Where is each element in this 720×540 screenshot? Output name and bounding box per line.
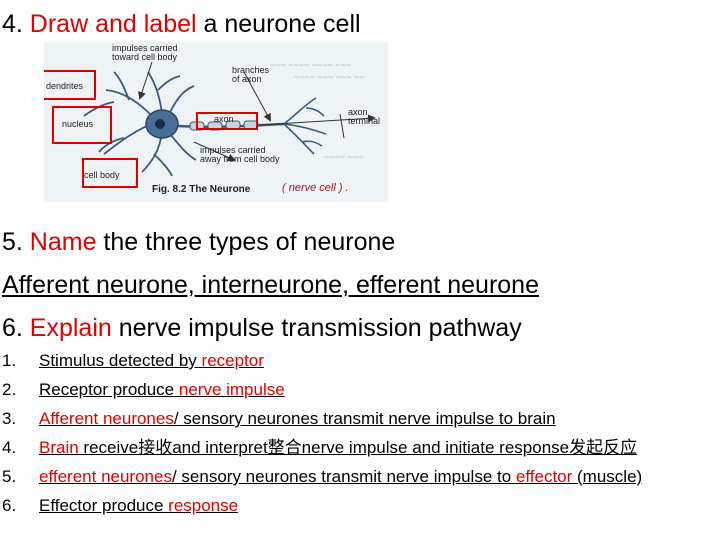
- label-nucleus: nucleus: [62, 119, 94, 129]
- question-6-heading: 6. Explain nerve impulse transmission pa…: [2, 316, 522, 341]
- step-number: 2.: [2, 380, 17, 399]
- answer-5: Afferent neurone, interneurone, efferent…: [2, 271, 539, 299]
- step-text-part: (muscle): [572, 467, 643, 486]
- neurone-drawing: [83, 61, 376, 177]
- step-keyword: effector: [515, 467, 573, 486]
- step-text-part: receive接收and interpret整合nerve impulse an…: [78, 438, 638, 457]
- question-4-text: a neurone cell: [196, 10, 361, 38]
- label-axon-terminal: axon terminal: [348, 107, 381, 127]
- faded-background-text: ~~~ ~~~~ ~~~~ ~~~: [270, 60, 352, 70]
- question-6-verb: Explain: [29, 314, 112, 342]
- pathway-steps-list: 1. Stimulus detected by receptor 2. Recepto…: [0, 350, 720, 524]
- neurone-figure: ~~~ ~~~~ ~~~~ ~~~ ~~~~ ~~~ ~~~ ~~ ~~~~ ~…: [44, 42, 388, 202]
- step-text: Stimulus detected by receptor: [39, 350, 264, 372]
- question-4-number: 4.: [2, 10, 30, 38]
- label-impulses-away: impulses carried away from cell body: [200, 145, 280, 165]
- question-5-heading: 5. Name the three types of neurone: [2, 230, 395, 255]
- label-cell-body: cell body: [84, 170, 120, 180]
- highlight-box-cell-body: [82, 158, 138, 188]
- step-text: Afferent neurones/ sensory neurones tran…: [39, 408, 556, 430]
- step-text: Effector produce response: [39, 495, 238, 517]
- faded-background-text: ~~~~ ~~~: [324, 152, 364, 162]
- step-text-part: Stimulus detected by: [39, 351, 202, 370]
- step-number: 6.: [2, 496, 17, 515]
- question-4-verb: Draw and label: [29, 10, 197, 38]
- figure-caption: Fig. 8.2 The Neurone: [152, 184, 251, 195]
- step-text-part: / sensory neurones transmit nerve impuls…: [171, 467, 516, 486]
- step-keyword: response: [168, 496, 239, 515]
- highlight-box-dendrites: [44, 70, 96, 100]
- step-number: 5.: [2, 467, 17, 486]
- step-keyword: nerve impulse: [178, 380, 285, 399]
- question-5-text: the three types of neurone: [96, 228, 396, 256]
- step-number: 4.: [2, 438, 17, 457]
- step-keyword: Brain: [39, 438, 79, 457]
- step-keyword: efferent neurones: [39, 467, 172, 486]
- highlight-box-nucleus: [52, 106, 112, 144]
- label-dendrites: dendrites: [46, 81, 84, 91]
- question-4-heading: 4. Draw and label a neurone cell: [2, 12, 361, 37]
- label-axon: axon: [214, 114, 234, 124]
- faded-background-text: ~~~~ ~~~ ~~~ ~~: [294, 72, 365, 82]
- step-keyword: receptor: [201, 351, 264, 370]
- step-text: Receptor produce nerve impulse: [39, 379, 285, 401]
- question-5-verb: Name: [29, 228, 97, 256]
- pathway-step: 3. Afferent neurones/ sensory neurones tr…: [0, 408, 720, 437]
- pathway-step: 5. efferent neurones/ sensory neurones tr…: [0, 466, 720, 495]
- pathway-step: 6. Effector produce response: [0, 495, 720, 524]
- step-text-part: Effector produce: [39, 496, 169, 515]
- step-text-part: / sensory neurones transmit nerve impuls…: [173, 409, 556, 428]
- question-5-number: 5.: [2, 228, 30, 256]
- step-keyword: Afferent neurones: [39, 409, 174, 428]
- step-text: efferent neurones/ sensory neurones tran…: [39, 466, 642, 488]
- question-6-number: 6.: [2, 314, 30, 342]
- step-number: 3.: [2, 409, 17, 428]
- step-text-part: Receptor produce: [39, 380, 179, 399]
- highlight-box-axon: [196, 112, 258, 130]
- label-branches-of-axon: branches of axon: [232, 65, 270, 85]
- label-impulses-toward: impulses carried toward cell body: [112, 43, 178, 63]
- step-text: Brain receive接收and interpret整合nerve impu…: [39, 437, 637, 459]
- pathway-step: 4. Brain receive接收and interpret整合nerve im…: [0, 437, 720, 466]
- question-6-text: nerve impulse transmission pathway: [111, 314, 522, 342]
- pathway-step: 1. Stimulus detected by receptor: [0, 350, 720, 379]
- step-number: 1.: [2, 351, 17, 370]
- handwritten-note: ( nerve cell ) .: [282, 182, 349, 194]
- pathway-step: 2. Receptor produce nerve impulse: [0, 379, 720, 408]
